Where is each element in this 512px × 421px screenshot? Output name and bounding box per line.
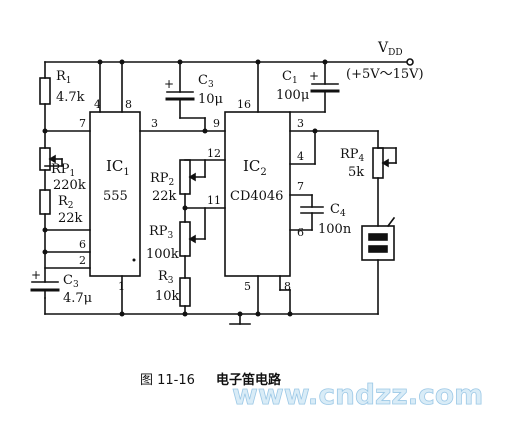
junction-dots bbox=[42, 59, 328, 317]
ic1-pin-2: 2 bbox=[79, 254, 86, 267]
ic2-pin-9: 9 bbox=[213, 117, 220, 130]
c1-plus: + bbox=[309, 69, 319, 83]
r1-name: R1 bbox=[56, 69, 72, 86]
rp1-value: 220k bbox=[53, 178, 86, 193]
vdd-label: VDD bbox=[377, 40, 403, 58]
ic1-pin-6: 6 bbox=[79, 238, 86, 251]
rp1-arrow bbox=[48, 154, 56, 164]
rp3-name: RP3 bbox=[149, 224, 174, 241]
figure-number: 图 11-16 bbox=[140, 373, 195, 388]
ic2-pin-7: 7 bbox=[297, 180, 304, 193]
vdd-terminal bbox=[406, 58, 414, 66]
rp4-value: 5k bbox=[348, 165, 364, 180]
c3-bottom-plus: + bbox=[31, 268, 41, 282]
rp4-name: RP4 bbox=[340, 147, 365, 164]
buzzer-corner bbox=[386, 216, 396, 228]
ic2-pin-3: 3 bbox=[297, 117, 304, 130]
buzzer-frame bbox=[361, 225, 395, 261]
ic1-pin-1: 1 bbox=[118, 280, 125, 293]
ic2-pin-12: 12 bbox=[207, 147, 221, 160]
ic2-part: CD4046 bbox=[230, 189, 283, 204]
ic1-name: IC1 bbox=[106, 157, 130, 178]
ic1-box bbox=[89, 111, 141, 277]
buzzer-plate2 bbox=[368, 245, 388, 253]
c1-name: C1 bbox=[282, 69, 298, 86]
rp2-name: RP2 bbox=[150, 171, 174, 188]
ic2-pin-6: 6 bbox=[297, 226, 304, 239]
buzzer-plate1 bbox=[368, 233, 388, 241]
ic1-pin-7: 7 bbox=[79, 117, 86, 130]
r3-resistor bbox=[179, 277, 191, 307]
rp3-value: 100k bbox=[146, 247, 179, 262]
ic1-pin-4: 4 bbox=[94, 98, 101, 111]
ic2-pin-5: 5 bbox=[244, 280, 251, 293]
rp2-value: 22k bbox=[152, 189, 177, 204]
ic2-pin-11: 11 bbox=[207, 194, 221, 207]
c1-value: 100μ bbox=[276, 88, 309, 103]
c3-top-value: 10μ bbox=[198, 92, 223, 107]
ic2-name: IC2 bbox=[243, 157, 267, 178]
r3-name: R3 bbox=[158, 269, 174, 286]
c4-name: C4 bbox=[330, 202, 346, 219]
r2-value: 22k bbox=[58, 211, 83, 226]
c3-bottom-name: C3 bbox=[63, 273, 79, 290]
ic2-pin-16: 16 bbox=[237, 98, 251, 111]
r2-resistor bbox=[39, 189, 51, 215]
ic2-pin-4: 4 bbox=[297, 150, 304, 163]
watermark: www.cndzz.com bbox=[232, 378, 483, 411]
rp3-arrow bbox=[188, 234, 196, 244]
ic1-pin-3: 3 bbox=[151, 117, 158, 130]
c4-value: 100n bbox=[318, 222, 352, 237]
c3-bottom-value: 4.7μ bbox=[63, 291, 92, 306]
r3-value: 10k bbox=[155, 289, 180, 304]
rp2-arrow bbox=[188, 172, 196, 182]
r1-value: 4.7k bbox=[56, 90, 85, 105]
figure-title: 电子笛电路 bbox=[216, 372, 282, 388]
r1-resistor bbox=[39, 77, 51, 105]
ic1-pin-8: 8 bbox=[125, 98, 132, 111]
ic1-part: 555 bbox=[103, 189, 128, 204]
supply-range: (+5V～15V) bbox=[346, 67, 424, 82]
c3-top-name: C3 bbox=[198, 73, 214, 90]
ic2-pin-8: 8 bbox=[284, 280, 291, 293]
c3-top-plus: + bbox=[164, 77, 174, 91]
rp4-arrow bbox=[381, 158, 389, 168]
r2-name: R2 bbox=[58, 194, 74, 211]
rp1-name: RP1 bbox=[51, 162, 75, 179]
